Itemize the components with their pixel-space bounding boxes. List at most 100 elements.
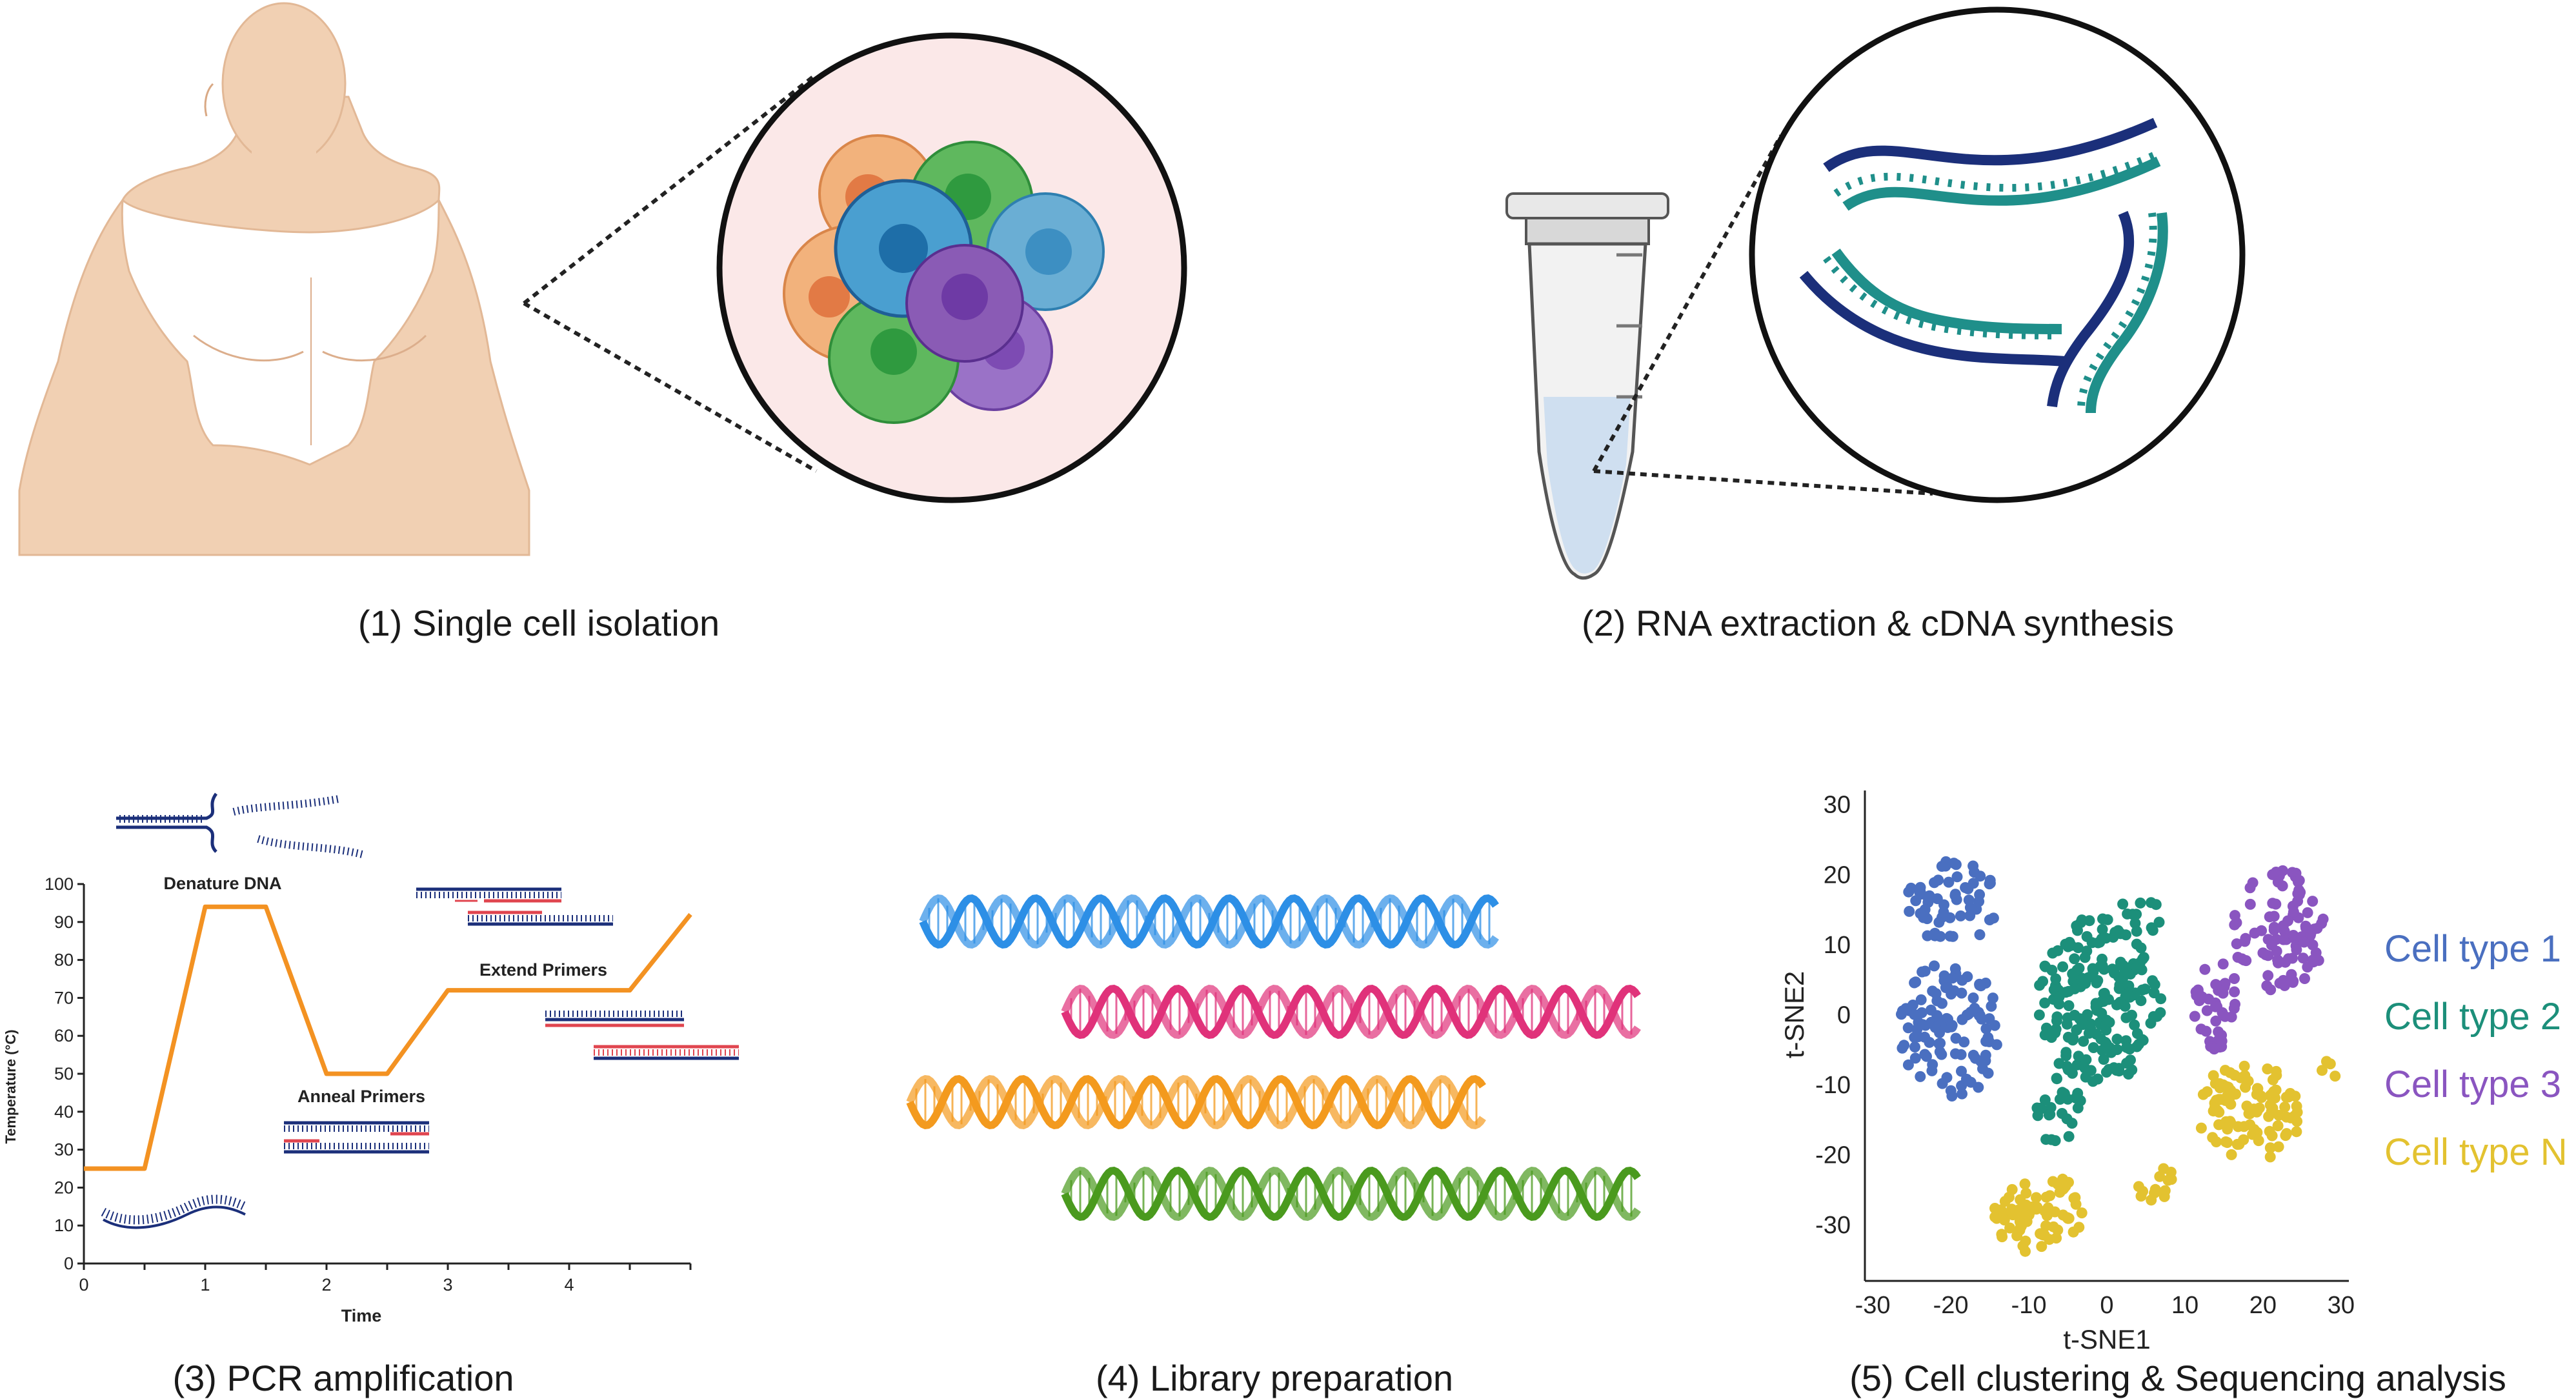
tsne-point [2016, 1220, 2028, 1232]
tsne-point [2071, 1024, 2082, 1036]
tsne-point [2042, 1202, 2054, 1214]
tsne-point [2115, 960, 2126, 971]
tsne-point [2135, 995, 2147, 1007]
tsne-point [2240, 1082, 2251, 1093]
tsne-point [1903, 886, 1915, 898]
legend-item-3: Cell type 3 [2384, 1063, 2561, 1105]
tsne-point [1944, 931, 1956, 942]
tsne-point [2036, 1241, 2048, 1253]
tsne-point [2098, 1054, 2109, 1065]
pcr-y-tick-label: 10 [54, 1216, 74, 1235]
tsne-point [1956, 1065, 1967, 1077]
tsne-point [2240, 932, 2251, 944]
tsne-point [2040, 1220, 2051, 1232]
tsne-point [2286, 969, 2297, 980]
tsne-point [1975, 871, 1986, 882]
tsne-point [2247, 1129, 2259, 1140]
tsne-point [2057, 1108, 2068, 1119]
tsne-point [2195, 1122, 2207, 1134]
tsne-point [2264, 1125, 2275, 1137]
tsne-point [2088, 1042, 2099, 1053]
tsne-point [1909, 1052, 1921, 1064]
tsne-point [2149, 979, 2160, 991]
tsne-point [2129, 1019, 2140, 1031]
tsne-y-tick-label: -30 [1815, 1212, 1851, 1239]
tsne-point [1930, 988, 1942, 1000]
tsne-y-tick-label: 30 [1824, 792, 1851, 819]
tsne-point [1961, 1009, 1973, 1021]
microcentrifuge-tube-icon [1505, 192, 1669, 580]
tsne-point [2302, 907, 2313, 918]
tsne-point [2270, 898, 2282, 910]
tsne-point [1999, 1196, 2011, 1207]
tsne-point [1910, 976, 1922, 988]
tsne-point [2038, 1229, 2050, 1241]
tsne-point [2310, 947, 2322, 958]
tsne-point [2067, 1034, 2078, 1046]
tsne-point [1950, 1032, 1962, 1044]
zoom-lines-2 [1592, 134, 1933, 496]
tsne-point [2285, 1112, 2297, 1123]
tsne-point [2273, 1109, 2284, 1121]
tsne-point [1936, 1049, 1947, 1060]
dna-helix-2 [1061, 984, 1641, 1040]
tsne-point [1991, 1039, 2002, 1051]
tsne-point [2097, 923, 2108, 935]
tsne-point [2279, 1102, 2291, 1113]
tsne-x-axis-label: t-SNE1 [2063, 1324, 2150, 1354]
tsne-point [1960, 882, 1971, 893]
tsne-point [2126, 1009, 2137, 1021]
tsne-point [2060, 987, 2071, 998]
tsne-point [2100, 1067, 2112, 1078]
tsne-point [1982, 1067, 1994, 1079]
tsne-point [2158, 1191, 2170, 1202]
tsne-point [1902, 1059, 1914, 1071]
tsne-point [2067, 1067, 2078, 1079]
tsne-point [2329, 1071, 2341, 1082]
tsne-point [2047, 1176, 2058, 1187]
tsne-point [2211, 1136, 2222, 1147]
pcr-y-tick-label: 80 [54, 951, 74, 970]
tsne-point [1937, 998, 1947, 1009]
tsne-point [2039, 997, 2051, 1009]
helix-strand [1061, 984, 1641, 1040]
tsne-point [2069, 983, 2080, 994]
tsne-point [2096, 1007, 2108, 1019]
tsne-point [2217, 958, 2229, 970]
dna-strand-denature-icon [116, 792, 366, 859]
tsne-point [2201, 1086, 2213, 1098]
tsne-point [2268, 911, 2280, 922]
tsne-point [2199, 963, 2211, 975]
tsne-y-tick-label: -20 [1815, 1142, 1851, 1169]
tsne-point [2131, 925, 2142, 937]
pcr-y-tick-label: 60 [54, 1026, 74, 1045]
tsne-point [2049, 1027, 2061, 1038]
tsne-point [2122, 968, 2134, 980]
panel-rna-extraction: (2) RNA extraction & cDNA synthesis [1505, 6, 2246, 643]
tsne-point [1955, 1049, 1967, 1060]
tsne-point [2264, 1151, 2276, 1163]
pcr-x-tick-label: 3 [443, 1275, 452, 1294]
tsne-point [2091, 977, 2102, 989]
tsne-point [1956, 987, 1967, 999]
pcr-x-tick-label: 0 [79, 1275, 88, 1294]
dna-helix-3 [906, 1074, 1486, 1130]
tsne-point [2271, 945, 2282, 957]
tsne-point [2051, 1011, 2063, 1023]
tsne-point [2256, 925, 2268, 936]
tsne-point [2069, 1009, 2080, 1021]
tsne-point [2098, 987, 2110, 999]
tsne-point [1922, 930, 1933, 941]
tsne-point [1958, 1036, 1970, 1048]
tsne-point [1962, 971, 1973, 983]
tsne-point [2280, 1130, 2291, 1142]
tsne-point [2102, 914, 2113, 925]
tsne-point [1933, 916, 1945, 928]
tsne-point [2097, 1045, 2108, 1056]
tsne-point [2063, 1000, 2075, 1011]
tsne-point [2050, 973, 2062, 985]
tsne-point [2244, 898, 2256, 910]
tsne-point [2044, 1190, 2056, 1202]
